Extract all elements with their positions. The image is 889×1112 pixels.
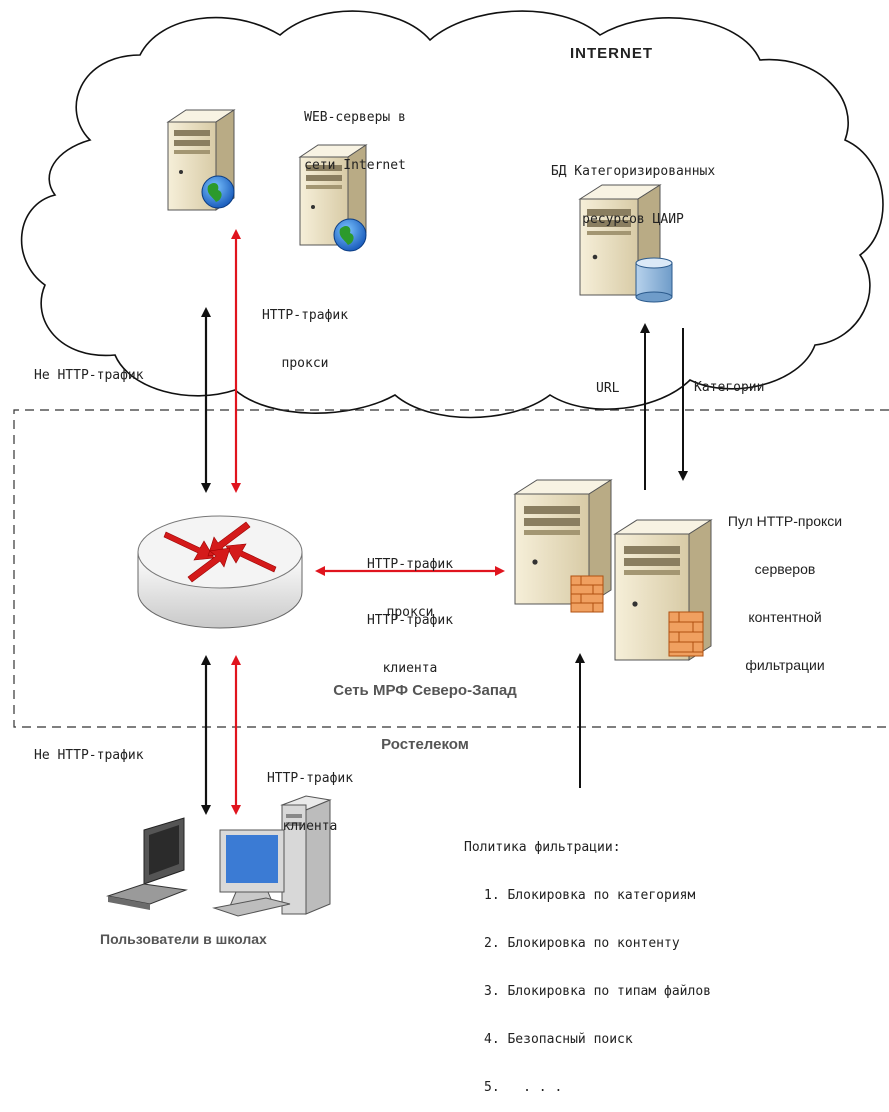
- network-diagram: [13, 10, 889, 917]
- web-servers-label-line2: сети Internet: [304, 158, 406, 173]
- mid-traffic-top: HTTP-трафик прокси: [340, 525, 480, 637]
- non-http-top-label: Не HTTP-трафик: [34, 368, 144, 383]
- web-server-1: [166, 109, 236, 211]
- db-label-line1: БД Категоризированных: [550, 164, 716, 179]
- laptop-icon: [106, 817, 188, 910]
- mid-traffic-line4: клиента: [382, 661, 438, 676]
- network-label-line1: Сеть МРФ Северо-Запад: [333, 682, 517, 699]
- network-label-line2: Ростелеком: [381, 736, 469, 753]
- http-proxy-top-line2: прокси: [281, 356, 329, 371]
- proxy-pool-label: Пул HTTP-прокси серверов контентной филь…: [700, 481, 870, 689]
- cloud-title: INTERNET: [570, 45, 653, 62]
- policy-item: 5. . . .: [484, 1080, 563, 1095]
- proxy-pool-line1: Пул HTTP-прокси: [727, 513, 843, 529]
- network-boundary: [13, 409, 889, 728]
- policy-item: 1. Блокировка по категориям: [484, 888, 696, 903]
- url-label: URL: [596, 381, 620, 396]
- router-icon: [137, 515, 303, 629]
- http-client-bottom-line1: HTTP-трафик: [266, 771, 354, 786]
- proxy-pool-line2: серверов: [754, 561, 816, 577]
- http-proxy-top-label: HTTP-трафик прокси: [245, 276, 365, 388]
- proxy-pool-line3: контентной: [748, 609, 822, 625]
- mid-traffic-bottom: HTTP-трафик клиента: [340, 581, 480, 693]
- web-servers-label: WEB-серверы в сети Internet: [270, 78, 440, 190]
- database-icon: [635, 257, 673, 303]
- http-client-bottom-label: HTTP-трафик клиента: [250, 739, 370, 851]
- http-proxy-top-line1: HTTP-трафик: [261, 308, 349, 323]
- policy-item: 3. Блокировка по типам файлов: [484, 984, 711, 999]
- internet-cloud: [20, 10, 884, 419]
- firewall-icon: [570, 575, 604, 613]
- db-label: БД Категоризированных ресурсов ЦАИР: [518, 132, 748, 244]
- mid-traffic-line1: HTTP-трафик: [366, 557, 454, 572]
- web-server-2: [298, 144, 368, 252]
- proxy-pool-line4: фильтрации: [745, 657, 825, 673]
- db-server: [578, 184, 673, 303]
- mid-traffic-line2: прокси: [386, 605, 434, 620]
- policy-block: Политика фильтрации: 1. Блокировка по ка…: [464, 808, 711, 1112]
- desktop-icon: [212, 795, 332, 917]
- firewall-icon: [668, 611, 704, 657]
- http-client-bottom-line2: клиента: [282, 819, 338, 834]
- mid-traffic-line3: HTTP-трафик: [366, 613, 454, 628]
- network-label: Сеть МРФ Северо-Запад Ростелеком: [300, 646, 550, 772]
- proxy-server-2: [613, 519, 713, 661]
- non-http-bottom-label: Не HTTP-трафик: [34, 748, 144, 763]
- users-label: Пользователи в школах: [100, 931, 267, 947]
- db-label-line2: ресурсов ЦАИР: [582, 212, 684, 227]
- proxy-server-1: [513, 479, 613, 613]
- policy-item: 4. Безопасный поиск: [484, 1032, 633, 1047]
- categories-label: Категории: [694, 380, 765, 395]
- policy-title: Политика фильтрации:: [464, 840, 621, 855]
- web-servers-label-line1: WEB-серверы в: [304, 110, 406, 125]
- policy-item: 2. Блокировка по контенту: [484, 936, 680, 951]
